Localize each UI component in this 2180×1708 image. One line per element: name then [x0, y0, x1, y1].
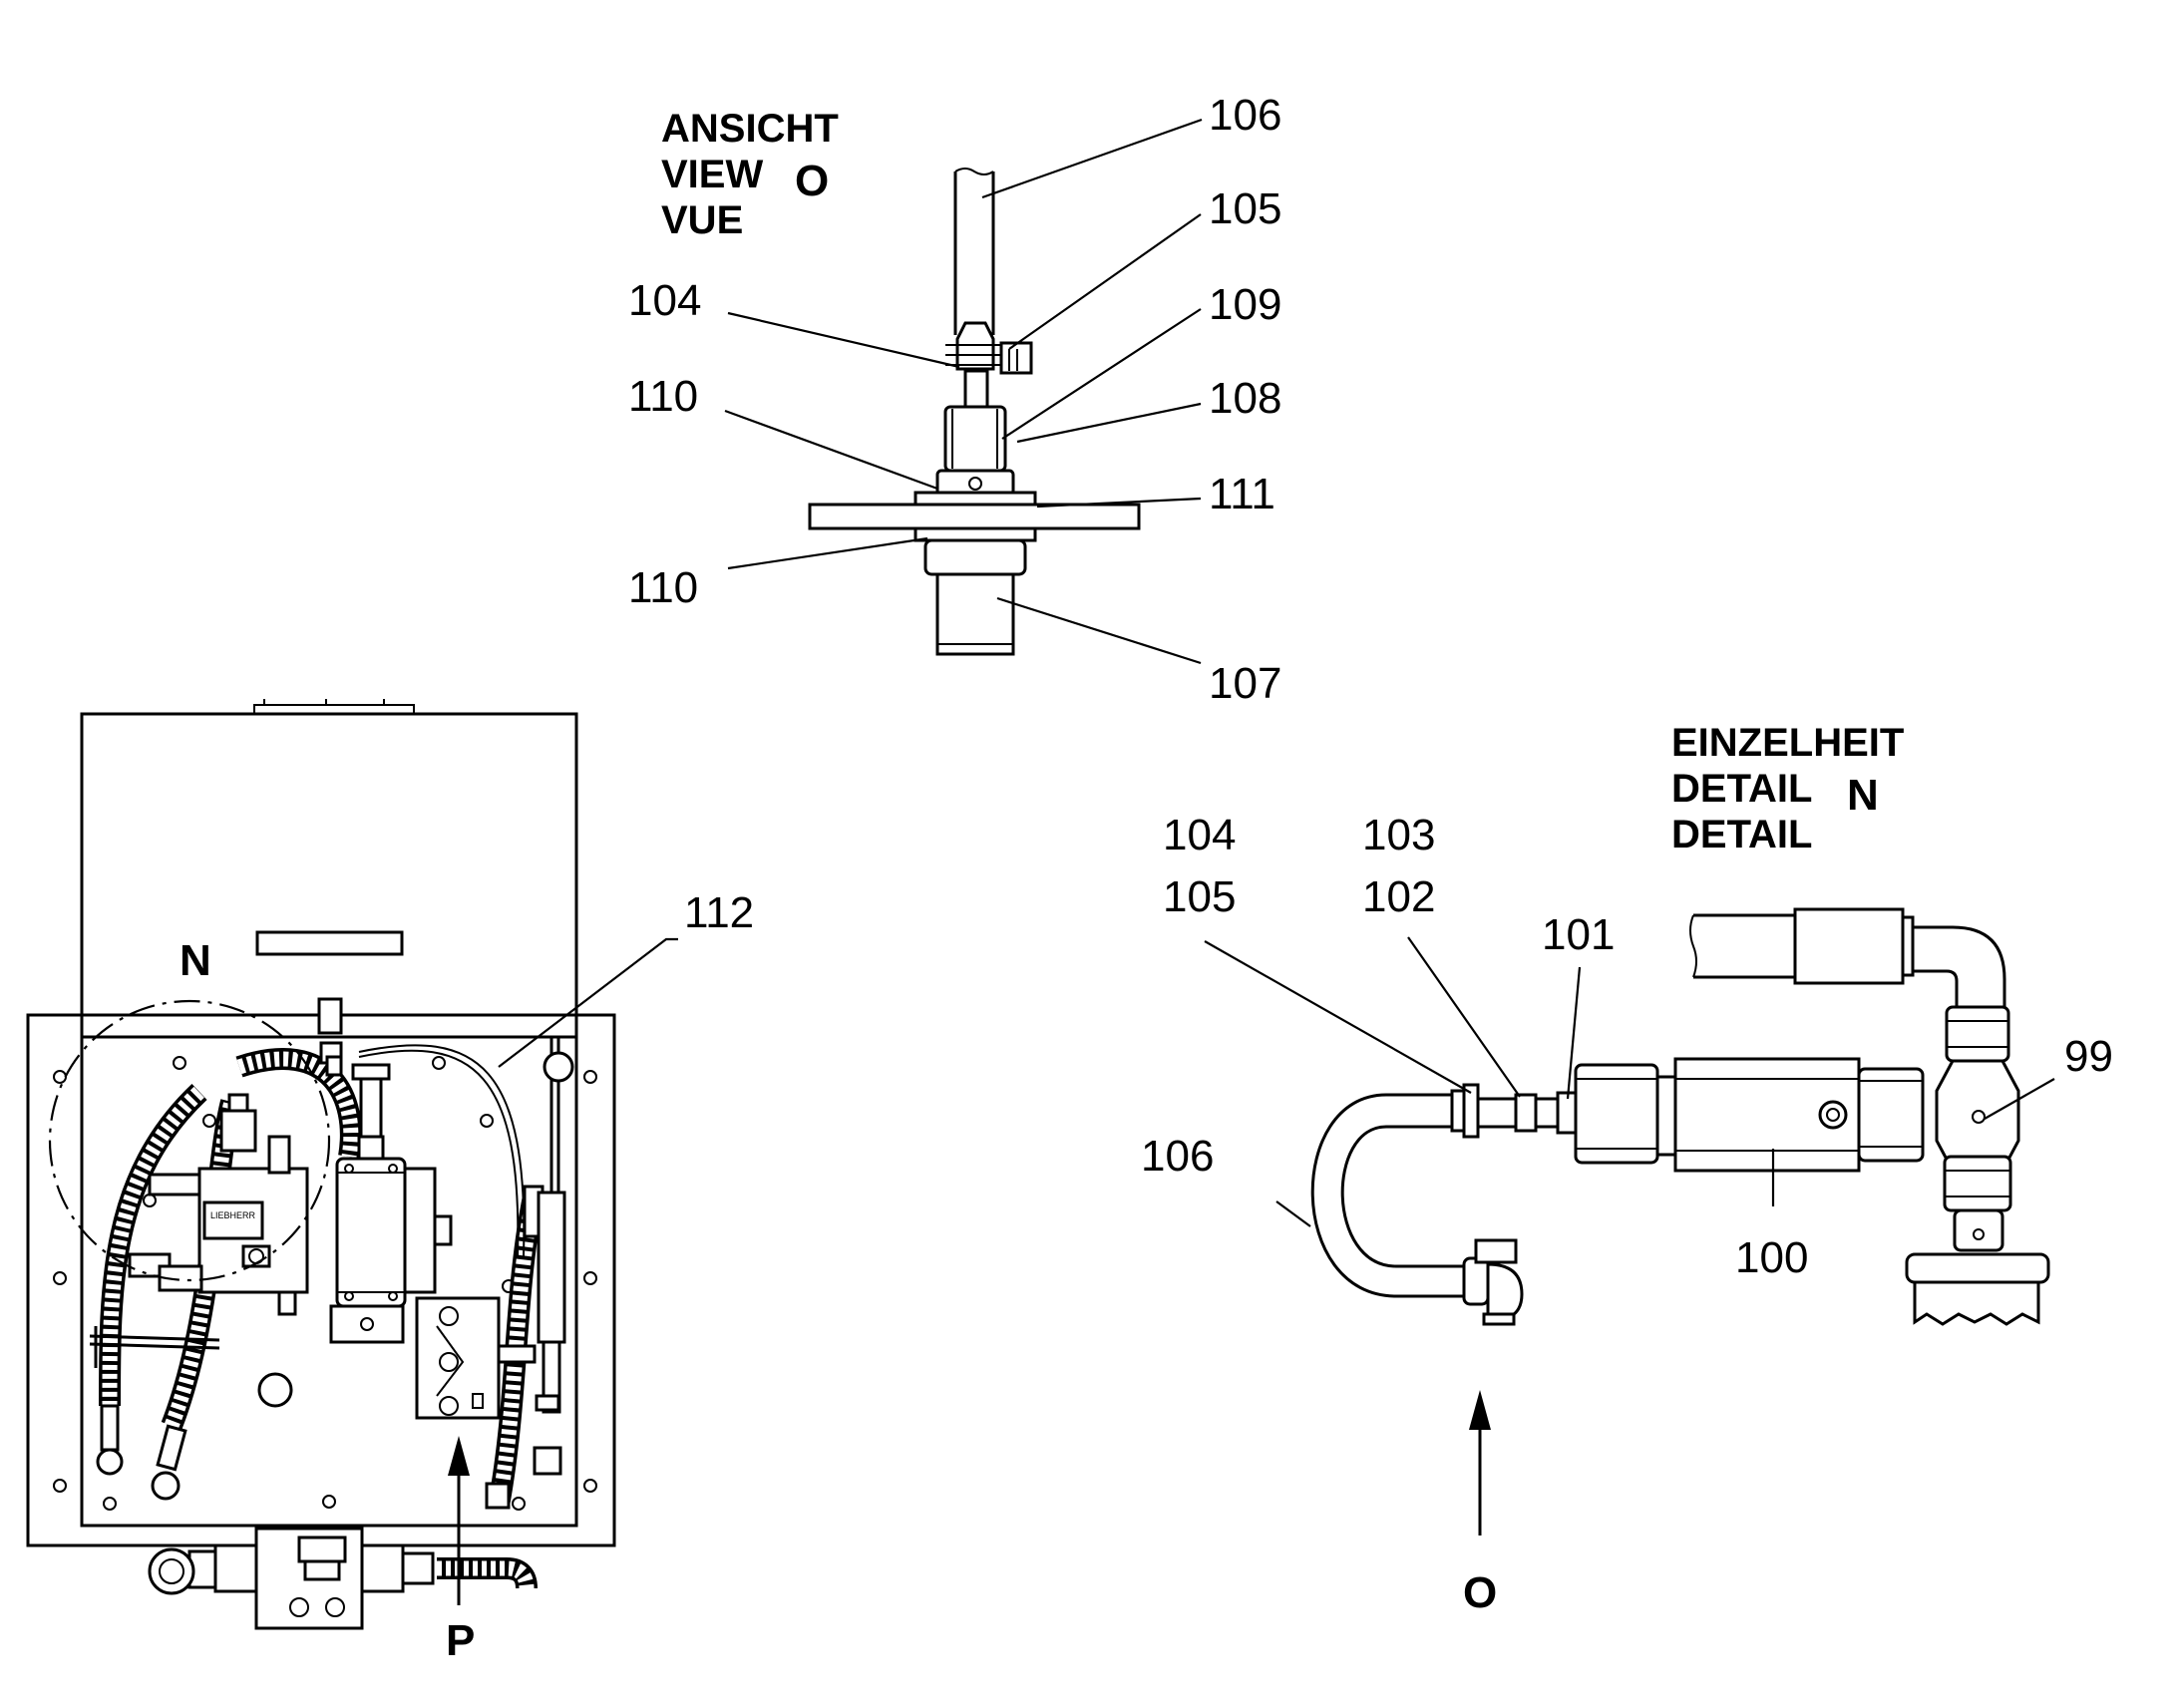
- solenoid-valve-block: LIEBHERR: [128, 1093, 309, 1316]
- cover-box: [80, 712, 578, 1039]
- detail-u-pipe: [1310, 1093, 1524, 1326]
- inner-frame: [80, 1035, 578, 1528]
- detail-label-102: 102: [1362, 872, 1435, 921]
- bottom-manifold: [148, 1527, 538, 1630]
- gas-spring: [533, 1037, 574, 1476]
- detail-upper-pipe: [1689, 907, 2006, 1009]
- detail-tee: [1905, 1005, 2050, 1326]
- detail-label-104: 104: [1163, 811, 1236, 859]
- main-view: LIEBHERR: [26, 699, 754, 1665]
- detail-n-title-en: DETAIL: [1671, 767, 1812, 811]
- brand-plate-text: LIEBHERR: [210, 1210, 256, 1220]
- view-o: ANSICHT VIEW VUE O: [628, 91, 1281, 708]
- view-o-fitting: [808, 321, 1141, 656]
- detail-label-99: 99: [2064, 1032, 2113, 1081]
- detail-n: EINZELHEIT DETAIL DETAIL N: [1141, 721, 2113, 1617]
- cover-slot: [255, 930, 404, 956]
- view-o-label-104: 104: [628, 276, 701, 325]
- view-o-title-de: ANSICHT: [661, 107, 839, 151]
- solenoid-coil: [219, 1109, 257, 1153]
- view-o-label-109: 109: [1209, 280, 1281, 329]
- view-o-title-en: VIEW: [661, 153, 763, 196]
- detail-valve-100: [1574, 1057, 1925, 1173]
- view-o-label-111: 111: [1209, 470, 1275, 518]
- view-o-label-108: 108: [1209, 374, 1281, 423]
- detail-label-103: 103: [1362, 811, 1435, 859]
- view-o-label-106: 106: [1209, 91, 1281, 140]
- view-o-label-110b: 110: [628, 563, 698, 612]
- detail-n-letter: N: [1847, 771, 1879, 820]
- detail-label-105: 105: [1163, 872, 1236, 921]
- view-o-label-105: 105: [1209, 184, 1281, 233]
- detail-label-100: 100: [1735, 1233, 1808, 1282]
- main-label-p: P: [446, 1616, 475, 1665]
- arrow-p: [448, 1436, 470, 1605]
- detail-n-circle: [48, 999, 331, 1282]
- detail-arrow-label-o: O: [1463, 1568, 1497, 1617]
- view-o-label-110a: 110: [628, 372, 698, 421]
- arrow-o: [1469, 1390, 1491, 1536]
- view-o-title-fr: VUE: [661, 198, 743, 242]
- detail-n-title-fr: DETAIL: [1671, 813, 1812, 856]
- view-o-letter: O: [795, 157, 829, 205]
- hose-ends: [96, 1185, 545, 1510]
- pressure-switch: [415, 1296, 537, 1420]
- main-label-n: N: [180, 936, 211, 985]
- main-label-112: 112: [684, 888, 754, 937]
- pressure-valve: [329, 1063, 453, 1344]
- detail-label-106: 106: [1141, 1132, 1214, 1181]
- brand-plate: [202, 1200, 264, 1240]
- plate-hole: [257, 1372, 293, 1408]
- detail-n-title-de: EINZELHEIT: [1671, 721, 1904, 765]
- view-o-pipe: [953, 168, 995, 335]
- detail-fittings: [1450, 1083, 1578, 1139]
- detail-label-101: 101: [1542, 910, 1615, 959]
- view-o-label-107: 107: [1209, 659, 1281, 708]
